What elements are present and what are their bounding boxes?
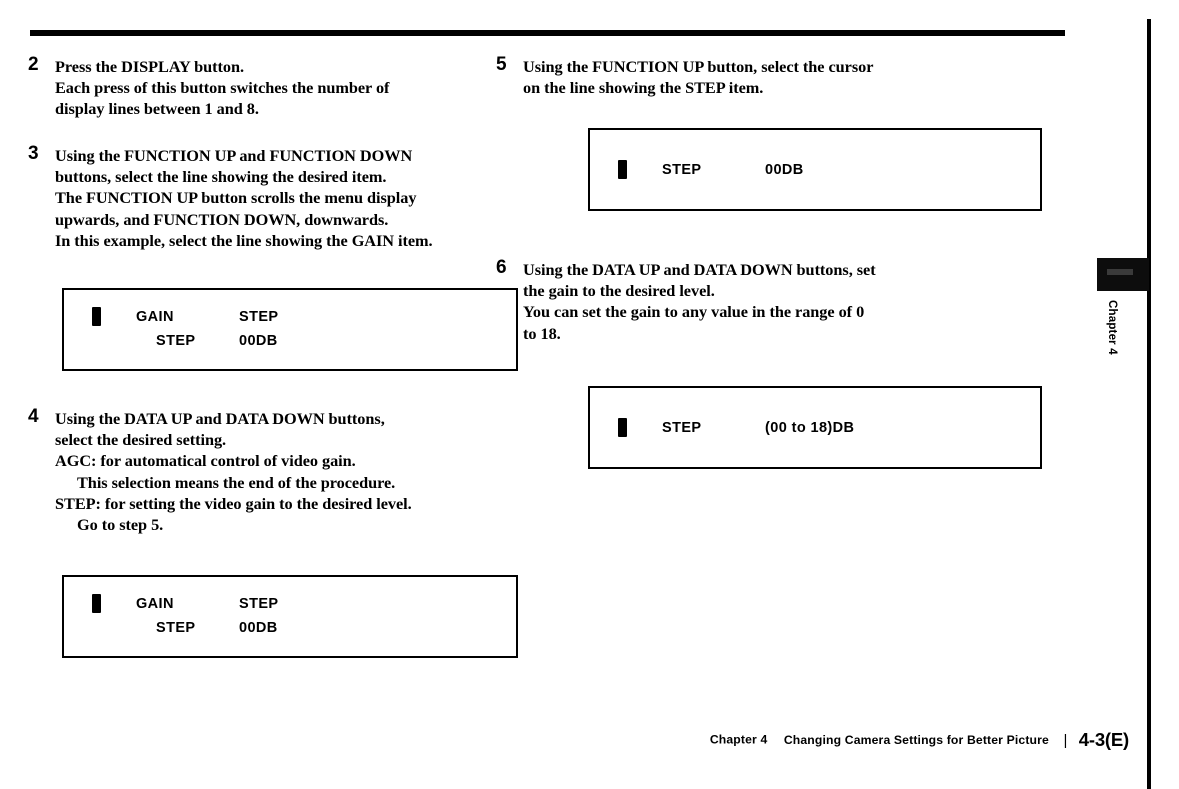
osd-row-1-col-1: STEP bbox=[662, 420, 702, 436]
chapter-side-label: Chapter 4 bbox=[1106, 300, 1118, 355]
step-2-line-1: Press the DISPLAY button. bbox=[55, 57, 245, 76]
step-6-line-2: the gain to the desired level. bbox=[523, 281, 715, 301]
step-3-line-3: The FUNCTION UP button scrolls the menu … bbox=[55, 188, 417, 208]
step-3-line-2: buttons, select the line showing the des… bbox=[55, 167, 387, 187]
step-5-number: 5 bbox=[496, 54, 507, 75]
osd-row-1-col-2: STEP bbox=[239, 596, 279, 612]
step-4-line-3: AGC: for automatical control of video ga… bbox=[55, 451, 356, 471]
osd-cursor-block bbox=[92, 594, 101, 613]
step-4-body: Using the DATA UP and DATA DOWN buttons,… bbox=[55, 408, 555, 535]
step-4-line-2: select the desired setting. bbox=[55, 430, 227, 450]
step-4-number: 4 bbox=[28, 406, 39, 427]
step-5-line-2: on the line showing the STEP item. bbox=[523, 78, 764, 98]
step-3-body: Using the FUNCTION UP and FUNCTION DOWN … bbox=[55, 145, 555, 251]
step-4-line-4: This selection means the end of the proc… bbox=[77, 472, 396, 492]
footer-title: Changing Camera Settings for Better Pict… bbox=[783, 732, 1049, 747]
osd-row-2: STEP 00DB bbox=[64, 618, 516, 638]
osd-row-2: STEP 00DB bbox=[64, 331, 516, 351]
step-3-number: 3 bbox=[28, 143, 39, 164]
osd-row-2-col-1: STEP bbox=[156, 333, 196, 349]
footer-separator: | bbox=[1063, 732, 1068, 749]
page-footer: Chapter 4 Changing Camera Settings for B… bbox=[0, 729, 1129, 751]
osd-row-1: STEP 00DB bbox=[590, 160, 1040, 180]
osd-row-1: STEP (00 to 18)DB bbox=[590, 418, 1040, 438]
step-2-number: 2 bbox=[28, 54, 39, 75]
step-6-line-1: Using the DATA UP and DATA DOWN buttons,… bbox=[523, 260, 876, 279]
step-2-line-2: Each press of this button switches the n… bbox=[55, 78, 390, 98]
step-4-line-6: Go to step 5. bbox=[77, 515, 164, 535]
header-rule bbox=[30, 30, 1065, 36]
osd-row-2-col-2: 00DB bbox=[239, 333, 278, 349]
osd-display-step-2: STEP (00 to 18)DB bbox=[588, 386, 1042, 469]
step-5-body: Using the FUNCTION UP button, select the… bbox=[523, 56, 1083, 98]
step-3-line-4: upwards, and FUNCTION DOWN, downwards. bbox=[55, 209, 389, 229]
step-4: 4 Using the DATA UP and DATA DOWN button… bbox=[28, 406, 555, 535]
step-6-line-3: You can set the gain to any value in the… bbox=[523, 302, 865, 322]
osd-row-2-col-1: STEP bbox=[156, 620, 196, 636]
footer-chapter: Chapter 4 bbox=[709, 732, 768, 747]
osd-cursor-block bbox=[92, 307, 101, 326]
osd-row-1-col-2: 00DB bbox=[765, 162, 804, 178]
osd-row-1-col-2: STEP bbox=[239, 309, 279, 325]
osd-row-1-col-1: GAIN bbox=[136, 596, 174, 612]
step-5-line-1: Using the FUNCTION UP button, select the… bbox=[523, 57, 874, 76]
footer-page-number: 4-3(E) bbox=[1078, 729, 1129, 750]
binding-rule bbox=[1147, 19, 1151, 789]
chapter-thumb-tab-gloss bbox=[1107, 269, 1133, 275]
osd-display-gain-2: GAIN STEP STEP 00DB bbox=[62, 575, 518, 658]
step-2-line-3: display lines between 1 and 8. bbox=[55, 99, 259, 119]
osd-display-step-1: STEP 00DB bbox=[588, 128, 1042, 211]
step-4-line-1: Using the DATA UP and DATA DOWN buttons, bbox=[55, 409, 385, 428]
osd-row-1: GAIN STEP bbox=[64, 594, 516, 614]
step-6: 6 Using the DATA UP and DATA DOWN button… bbox=[496, 257, 1083, 344]
step-6-number: 6 bbox=[496, 257, 507, 278]
osd-display-gain-1: GAIN STEP STEP 00DB bbox=[62, 288, 518, 371]
step-4-line-5: STEP: for setting the video gain to the … bbox=[55, 493, 412, 513]
osd-cursor-block bbox=[618, 160, 627, 179]
chapter-thumb-tab bbox=[1097, 258, 1149, 291]
step-2-body: Press the DISPLAY button. Each press of … bbox=[55, 56, 555, 120]
step-3-line-5: In this example, select the line showing… bbox=[55, 230, 433, 250]
step-6-line-4: to 18. bbox=[523, 323, 561, 343]
osd-row-1-col-1: STEP bbox=[662, 162, 702, 178]
osd-row-1: GAIN STEP bbox=[64, 307, 516, 327]
osd-row-2-col-2: 00DB bbox=[239, 620, 278, 636]
step-6-body: Using the DATA UP and DATA DOWN buttons,… bbox=[523, 259, 1083, 344]
osd-cursor-block bbox=[618, 418, 627, 437]
step-3-line-1: Using the FUNCTION UP and FUNCTION DOWN bbox=[55, 146, 413, 165]
step-5: 5 Using the FUNCTION UP button, select t… bbox=[496, 54, 1083, 98]
osd-row-1-col-1: GAIN bbox=[136, 309, 174, 325]
osd-row-1-col-2: (00 to 18)DB bbox=[765, 420, 855, 436]
step-3: 3 Using the FUNCTION UP and FUNCTION DOW… bbox=[28, 143, 555, 251]
step-2: 2 Press the DISPLAY button. Each press o… bbox=[28, 54, 555, 120]
